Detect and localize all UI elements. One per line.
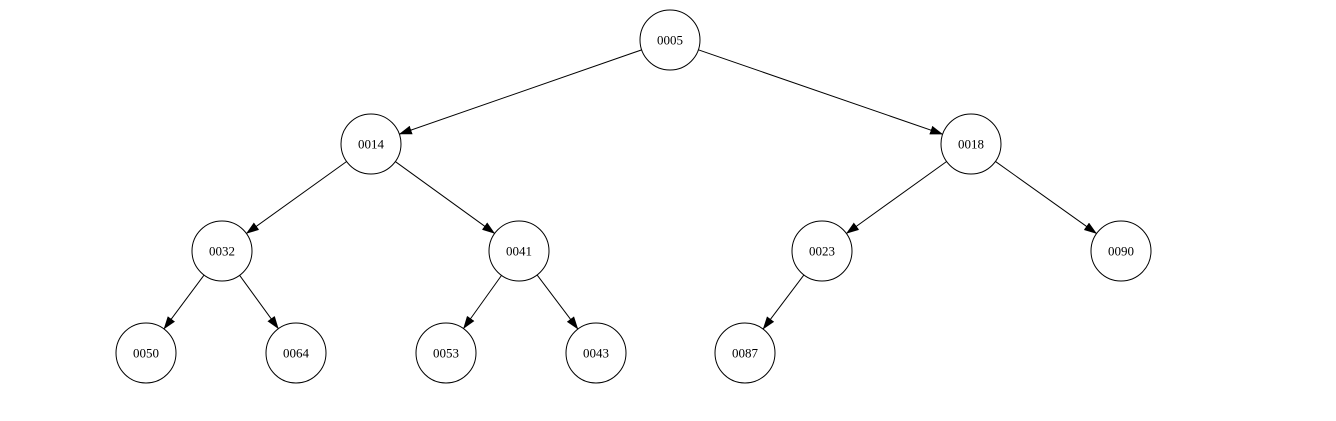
node-label: 0014 — [358, 137, 385, 152]
node-label: 0087 — [732, 346, 759, 361]
tree-node-0023: 0023 — [791, 220, 853, 282]
node-circle — [340, 113, 402, 175]
node-circle — [488, 220, 550, 282]
tree-edge-0041-0043 — [536, 274, 579, 330]
node-circle — [791, 220, 853, 282]
node-label: 0041 — [506, 244, 532, 259]
node-circle — [940, 113, 1002, 175]
node-label: 0090 — [1108, 244, 1134, 259]
tree-edge-0014-0032 — [245, 161, 347, 234]
tree-edge-0032-0050 — [163, 274, 205, 330]
tree-edge-0018-0090 — [995, 161, 1097, 234]
node-circle — [1090, 220, 1152, 282]
node-circle — [415, 322, 477, 384]
tree-node-0043: 0043 — [565, 322, 627, 384]
node-circle — [115, 322, 177, 384]
tree-edge-0041-0053 — [463, 275, 502, 330]
node-label: 0064 — [283, 346, 310, 361]
tree-edge-0005-0014 — [398, 49, 642, 135]
tree-edge-0014-0041 — [395, 161, 496, 234]
node-circle — [714, 322, 776, 384]
tree-edge-0032-0064 — [239, 274, 279, 330]
node-circle — [639, 9, 701, 71]
node-circle — [265, 322, 327, 384]
node-label: 0032 — [209, 244, 235, 259]
tree-node-0041: 0041 — [488, 220, 550, 282]
tree-node-0087: 0087 — [714, 322, 776, 384]
node-circle — [191, 220, 253, 282]
tree-node-0053: 0053 — [415, 322, 477, 384]
node-label: 0050 — [133, 346, 159, 361]
tree-node-0090: 0090 — [1090, 220, 1152, 282]
node-label: 0043 — [583, 346, 609, 361]
tree-edge-0023-0087 — [762, 274, 805, 330]
node-circle — [565, 322, 627, 384]
tree-node-0014: 0014 — [340, 113, 402, 175]
node-label: 0023 — [809, 244, 835, 259]
tree-node-0018: 0018 — [940, 113, 1002, 175]
tree-node-0032: 0032 — [191, 220, 253, 282]
tree-node-0005: 0005 — [639, 9, 701, 71]
tree-edge-0018-0023 — [845, 161, 947, 234]
node-label: 0005 — [657, 33, 683, 48]
node-label: 0053 — [433, 346, 459, 361]
node-label: 0018 — [958, 137, 984, 152]
tree-edge-0005-0018 — [698, 49, 944, 135]
tree-node-0064: 0064 — [265, 322, 327, 384]
tree-node-0050: 0050 — [115, 322, 177, 384]
